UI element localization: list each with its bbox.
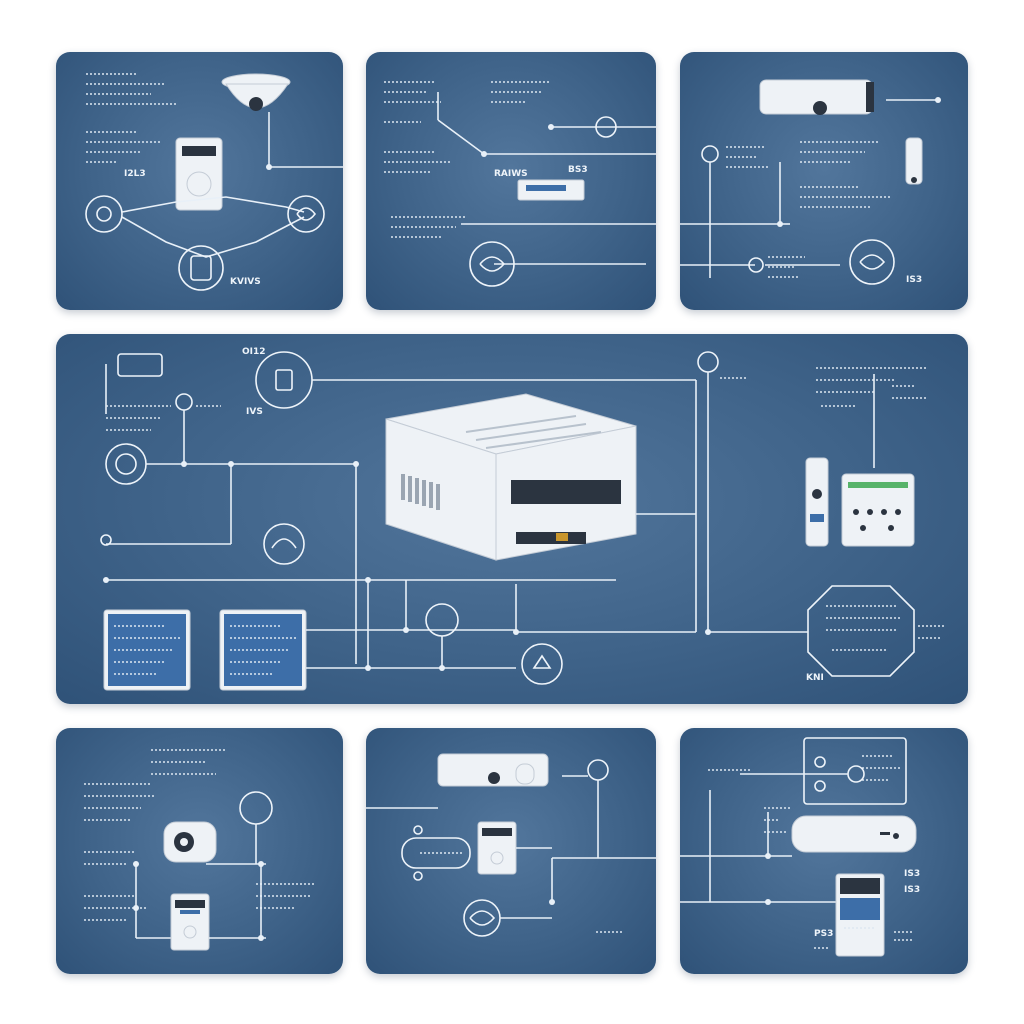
panel-1-label-b: KVIVS [230, 277, 261, 287]
router-icon [517, 179, 585, 201]
panel-2-diagram: RAIWS BS3 [384, 81, 656, 287]
notes-block [84, 749, 316, 921]
info-card [103, 609, 191, 691]
panel-central-controller: OI12 IVS [56, 334, 968, 704]
keypad-icon [175, 137, 223, 211]
fingerprint-icon [701, 145, 719, 163]
router-icon [385, 393, 637, 561]
panel-2-label-b: BS3 [568, 165, 588, 175]
fingerprint-icon [425, 603, 459, 637]
keypad-icon [841, 473, 915, 547]
intercom-icon [803, 737, 907, 805]
face-scan-icon [849, 239, 895, 285]
panel-6-label-b: IS3 [904, 885, 920, 895]
panel-camera-access: I2L3 KVIVS [56, 52, 343, 310]
info-card [219, 609, 307, 691]
panel-6-label-a: IS3 [904, 869, 920, 879]
main-label-c: KNI [806, 673, 824, 683]
panel-access-controller: RAIWS BS3 [366, 52, 656, 310]
face-scan-icon [263, 523, 305, 565]
fingerprint-icon [587, 759, 609, 781]
notes-block [106, 405, 221, 431]
panel-3-diagram: IS3 [680, 79, 941, 285]
panel-network-devices: IS3 IS3 PS3 [680, 728, 968, 974]
panel-3-label: IS3 [906, 275, 922, 285]
fingerprint-icon [105, 443, 147, 485]
notes-block [918, 625, 946, 639]
panel-1-label-a: I2L3 [124, 169, 146, 179]
notes-block [720, 367, 926, 407]
panel-indoor-camera [56, 728, 343, 974]
panel-2-label-a: RAIWS [494, 169, 528, 179]
fingerprint-icon [697, 351, 719, 373]
notes-block [86, 73, 176, 163]
notes-block [814, 931, 914, 949]
intercom-icon [805, 457, 829, 547]
keypad-icon [477, 821, 517, 875]
door-lock-icon [255, 351, 313, 409]
face-scan-icon [463, 899, 501, 937]
fingerprint-icon [595, 116, 617, 138]
intercom-icon [905, 137, 923, 185]
notes-block [726, 141, 890, 278]
face-scan-icon [239, 791, 273, 825]
panel-6-diagram: IS3 IS3 PS3 [680, 737, 920, 957]
face-scan-icon [469, 241, 515, 287]
face-scan-icon [287, 195, 325, 233]
panel-1-diagram: I2L3 KVIVS [85, 73, 343, 291]
door-lock-icon [178, 245, 224, 291]
camera-icon [221, 73, 291, 111]
panel-outdoor-camera [366, 728, 656, 974]
camera-icon [437, 753, 549, 787]
fingerprint-icon [85, 195, 123, 233]
main-label-b: IVS [246, 407, 263, 417]
camera-icon [163, 821, 217, 863]
router-icon [791, 815, 917, 853]
panel-camera-sensors: IS3 [680, 52, 968, 310]
notes-block [384, 81, 551, 238]
panel-4-diagram [84, 749, 316, 951]
camera-icon [759, 79, 874, 115]
main-diagram: OI12 IVS [100, 347, 946, 691]
notes-block [708, 769, 790, 833]
panel-6-label-c: PS3 [814, 929, 833, 939]
keypad-icon [835, 873, 885, 957]
main-label-a: OI12 [242, 347, 266, 357]
intercom-icon [401, 825, 471, 881]
keypad-icon [170, 893, 210, 951]
face-scan-icon [807, 585, 915, 677]
door-lock-icon [521, 643, 563, 685]
panel-5-diagram [366, 753, 656, 937]
